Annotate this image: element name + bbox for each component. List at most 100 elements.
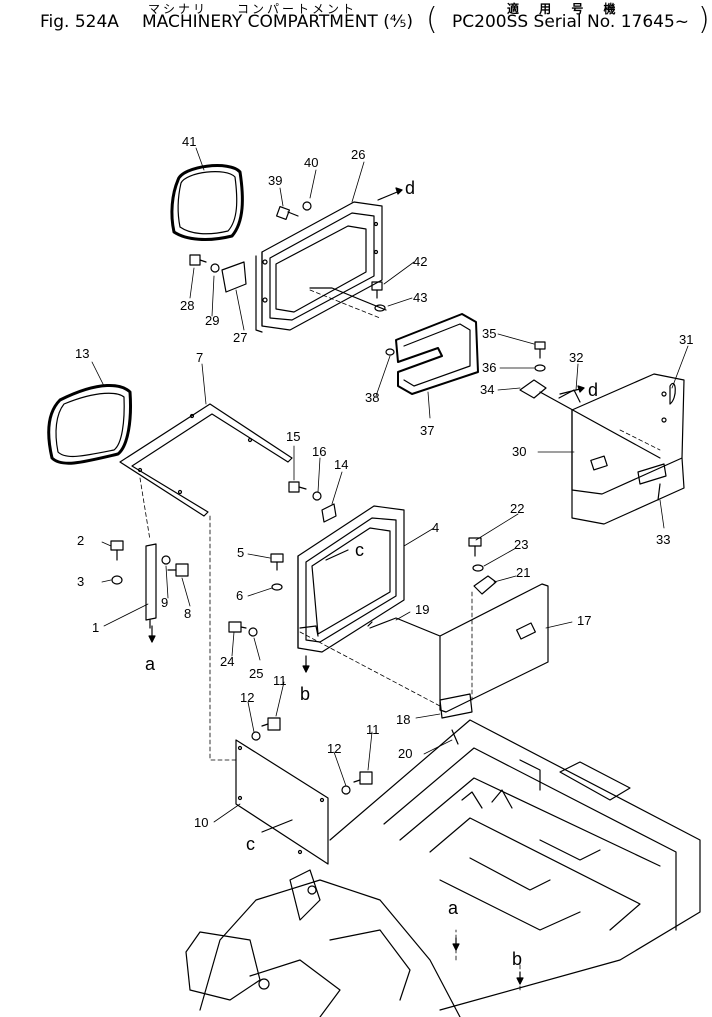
callout-15: 15 — [286, 429, 300, 444]
callout-32: 32 — [569, 350, 583, 365]
callout-17: 17 — [577, 613, 591, 628]
callout-20: 20 — [398, 746, 412, 761]
part-27-bracket — [221, 261, 247, 293]
callout-7: 7 — [196, 350, 203, 365]
ref-letter-d-side-door: d — [588, 380, 598, 400]
callout-26: 26 — [351, 147, 365, 162]
callout-6: 6 — [236, 588, 243, 603]
part-1-bracket — [145, 543, 157, 629]
part-3-washer — [111, 575, 123, 585]
part-12-washer-upper — [251, 731, 261, 741]
part-37-seal — [395, 313, 479, 395]
part-24-bolt — [228, 621, 247, 633]
model-serial: PC200SS Serial No. 17645~ — [452, 12, 690, 32]
callout-29: 29 — [205, 313, 219, 328]
callout-13: 13 — [75, 346, 89, 361]
callout-leaders — [91, 147, 689, 823]
part-38-clip — [385, 348, 395, 356]
part-28-bolt — [189, 254, 207, 266]
part-30-side-door — [539, 373, 685, 525]
part-17-door — [439, 583, 549, 713]
part-29-washer — [210, 263, 220, 273]
callout-14: 14 — [334, 457, 348, 472]
part-34-catch — [519, 379, 547, 399]
part-18-hinge — [439, 693, 473, 719]
part-21-catch — [473, 575, 497, 595]
ref-letter-c-frame: c — [355, 540, 364, 560]
part-33-pin — [657, 483, 661, 501]
part-5-bolt — [270, 553, 284, 571]
callout-27: 27 — [233, 330, 247, 345]
callout-4: 4 — [432, 520, 439, 535]
figure-number: Fig. 524A — [40, 12, 119, 32]
ref-letter-a-body: a — [448, 898, 459, 918]
figure-title: MACHINERY COMPARTMENT (⅘) — [142, 12, 413, 32]
part-22-bolt — [468, 537, 482, 557]
part-13-window-seal — [47, 383, 132, 465]
ref-letter-a-bracket: a — [145, 654, 156, 674]
part-40-washer — [302, 201, 312, 211]
part-23-washer — [472, 564, 484, 572]
callout-23: 23 — [514, 537, 528, 552]
callout-12-lower: 12 — [327, 741, 341, 756]
part-39-bolt — [275, 205, 299, 221]
callout-21: 21 — [516, 565, 530, 580]
callout-40: 40 — [304, 155, 318, 170]
part-11-bolt-lower — [353, 771, 373, 785]
part-4-frame — [297, 505, 405, 653]
part-36-washer — [534, 364, 546, 372]
callout-8: 8 — [184, 606, 191, 621]
ref-letter-d-upper: d — [405, 178, 415, 198]
part-11-bolt-upper — [261, 717, 281, 731]
part-14-bracket — [321, 503, 337, 523]
reference-leaders — [139, 289, 661, 991]
reference-arrows — [148, 187, 585, 985]
part-12-washer-lower — [341, 785, 351, 795]
callout-41: 41 — [182, 134, 196, 149]
reference-letters: d d a b c c a b — [145, 178, 598, 969]
callout-34: 34 — [480, 382, 494, 397]
machine-body — [185, 719, 701, 1017]
callout-10: 10 — [194, 815, 208, 830]
ref-letter-b-body: b — [512, 949, 522, 969]
callout-42: 42 — [413, 254, 427, 269]
callout-12-upper: 12 — [240, 690, 254, 705]
applicability-label: 適 用 号 機 — [507, 2, 624, 16]
callout-19: 19 — [415, 602, 429, 617]
part-25-washer — [248, 627, 258, 637]
part-9-washer — [161, 555, 171, 565]
part-26-upper-frame — [255, 201, 387, 333]
callout-labels: 41 26 40 39 42 43 28 29 27 13 7 35 36 34… — [75, 134, 693, 830]
part-8-bolt — [167, 563, 189, 577]
part-31-striker — [669, 383, 676, 405]
part-43-washer — [374, 304, 386, 312]
applicability-bracket-right: ) — [698, 2, 710, 37]
callout-16: 16 — [312, 444, 326, 459]
part-15-bolt — [288, 481, 307, 493]
callout-1: 1 — [92, 620, 99, 635]
callout-2: 2 — [77, 533, 84, 548]
callout-39: 39 — [268, 173, 282, 188]
callout-35: 35 — [482, 326, 496, 341]
callout-43: 43 — [413, 290, 427, 305]
part-2-bolt — [110, 540, 124, 561]
callout-33: 33 — [656, 532, 670, 547]
callout-5: 5 — [237, 545, 244, 560]
callout-24: 24 — [220, 654, 234, 669]
part-35-bolt — [534, 341, 546, 359]
ref-letter-c-plate: c — [246, 834, 255, 854]
callout-38: 38 — [365, 390, 379, 405]
callout-22: 22 — [510, 501, 524, 516]
part-10-side-plate — [235, 739, 329, 865]
part-16-washer — [312, 491, 322, 501]
ref-letter-b-frame: b — [300, 684, 310, 704]
callout-11-lower: 11 — [366, 722, 380, 737]
callout-3: 3 — [77, 574, 84, 589]
part-42-bolt — [371, 281, 383, 299]
title-kana-1: マシナリ — [148, 2, 209, 16]
callout-30: 30 — [512, 444, 526, 459]
title-kana-2: コンパートメント — [237, 2, 358, 16]
callout-9: 9 — [161, 595, 168, 610]
figure-header: マシナリ コンパートメント Fig. 524A MACHINERY COMPAR… — [0, 0, 712, 40]
